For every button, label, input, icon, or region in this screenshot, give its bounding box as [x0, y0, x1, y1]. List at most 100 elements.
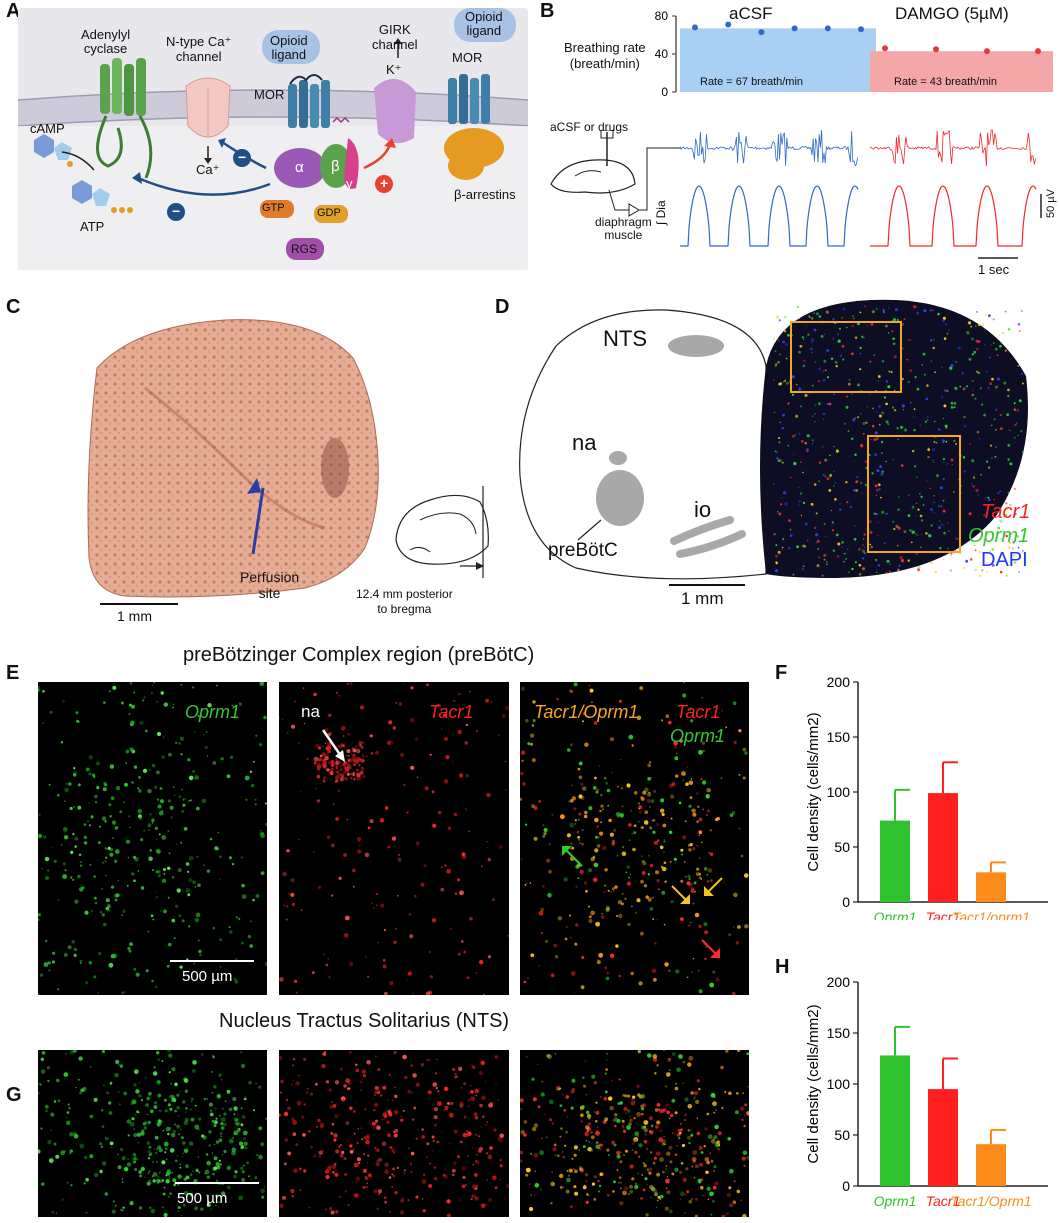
cell-signal — [684, 820, 687, 823]
e-merge-green-label: Oprm1 — [670, 726, 726, 746]
cell-signal — [703, 943, 705, 946]
cell-signal — [367, 1154, 370, 1157]
d-signal-dot — [953, 439, 956, 442]
cell-signal — [45, 939, 48, 943]
cell-signal — [374, 1094, 376, 1096]
cell-signal — [407, 971, 412, 976]
cell-signal — [170, 1100, 173, 1103]
cell-signal — [747, 1086, 749, 1088]
cell-signal — [733, 1180, 736, 1182]
cell-signal — [49, 710, 53, 714]
cell-signal — [122, 1209, 124, 1211]
label-kplus: K⁺ — [386, 62, 402, 77]
cell-signal — [356, 836, 362, 842]
d-scalebar — [669, 584, 745, 586]
cell-signal — [729, 813, 734, 817]
d-signal-dot — [900, 559, 905, 563]
d-signal-dot — [976, 430, 980, 434]
cell-signal — [610, 891, 613, 893]
cell-signal — [697, 1178, 702, 1183]
cell-signal — [688, 804, 692, 808]
cell-signal — [213, 1085, 217, 1089]
cell-signal — [362, 756, 364, 758]
d-signal-dot — [967, 321, 972, 325]
cell-signal — [44, 876, 50, 881]
cell-signal — [72, 833, 75, 836]
cell-signal — [339, 777, 344, 782]
cell-signal — [444, 737, 448, 741]
d-signal-dot — [870, 545, 873, 549]
d-signal-dot — [877, 483, 881, 487]
cell-signal — [599, 831, 604, 836]
cell-signal — [138, 1206, 143, 1210]
cell-signal — [137, 808, 143, 814]
d-signal-dot — [863, 337, 865, 339]
cell-signal — [571, 1157, 574, 1160]
panel-label-f: F — [775, 662, 788, 684]
cell-signal — [184, 797, 187, 800]
cell-signal — [402, 1109, 405, 1112]
cell-signal — [41, 1182, 45, 1186]
d-signal-dot — [834, 361, 838, 364]
cell-signal — [338, 695, 341, 697]
cell-signal — [299, 1189, 302, 1192]
cell-signal — [83, 823, 87, 826]
cell-signal — [243, 1141, 248, 1146]
cell-signal — [621, 1124, 625, 1128]
cell-signal — [650, 799, 655, 803]
d-signal-dot — [991, 564, 994, 566]
cell-signal — [335, 817, 339, 821]
c-scalebar — [100, 603, 178, 605]
cell-signal — [60, 844, 63, 846]
cell-signal — [641, 1174, 644, 1176]
b-setup-schematic — [550, 130, 681, 217]
cell-signal — [634, 1184, 639, 1190]
cell-signal — [520, 1108, 523, 1111]
d-signal-dot — [903, 530, 907, 533]
cell-signal — [732, 1200, 737, 1204]
d-signal-dot — [826, 561, 828, 563]
d-signal-dot — [923, 309, 927, 313]
cell-signal — [592, 877, 598, 883]
d-signal-dot — [1009, 429, 1011, 432]
d-signal-dot — [843, 552, 846, 555]
cell-signal — [653, 789, 657, 793]
d-signal-dot — [811, 439, 814, 442]
cell-signal — [573, 1153, 577, 1157]
d-signal-dot — [873, 512, 876, 515]
cell-signal — [167, 830, 170, 833]
cell-signal — [679, 1198, 682, 1201]
cell-signal — [324, 756, 329, 761]
cell-signal — [628, 839, 631, 841]
cell-signal — [608, 818, 612, 823]
d-signal-dot — [915, 516, 917, 518]
d-signal-dot — [855, 480, 858, 484]
d-signal-dot — [942, 319, 945, 323]
d-signal-dot — [791, 375, 795, 379]
cell-signal — [234, 979, 239, 984]
cell-signal — [97, 841, 101, 845]
cell-signal — [180, 736, 184, 741]
cell-signal — [233, 977, 237, 981]
cell-signal — [265, 822, 267, 827]
cell-signal — [482, 1115, 485, 1118]
cell-signal — [216, 1179, 218, 1182]
cell-signal — [206, 1160, 211, 1166]
cell-signal — [121, 1156, 126, 1161]
cell-signal — [325, 1174, 330, 1180]
cell-signal — [548, 843, 551, 846]
cell-signal — [525, 882, 528, 885]
d-signal-dot — [885, 380, 888, 383]
cell-signal — [740, 854, 744, 858]
cell-signal — [383, 959, 386, 962]
cell-signal — [604, 1090, 608, 1094]
d-signal-dot — [913, 429, 916, 432]
d-signal-dot — [897, 568, 900, 571]
d-signal-dot — [842, 307, 846, 311]
c-posterior-1: 12.4 mm posterior — [356, 587, 453, 601]
cell-signal — [168, 852, 171, 855]
d-signal-dot — [859, 352, 862, 355]
cell-signal — [438, 810, 442, 815]
cell-signal — [504, 705, 509, 711]
